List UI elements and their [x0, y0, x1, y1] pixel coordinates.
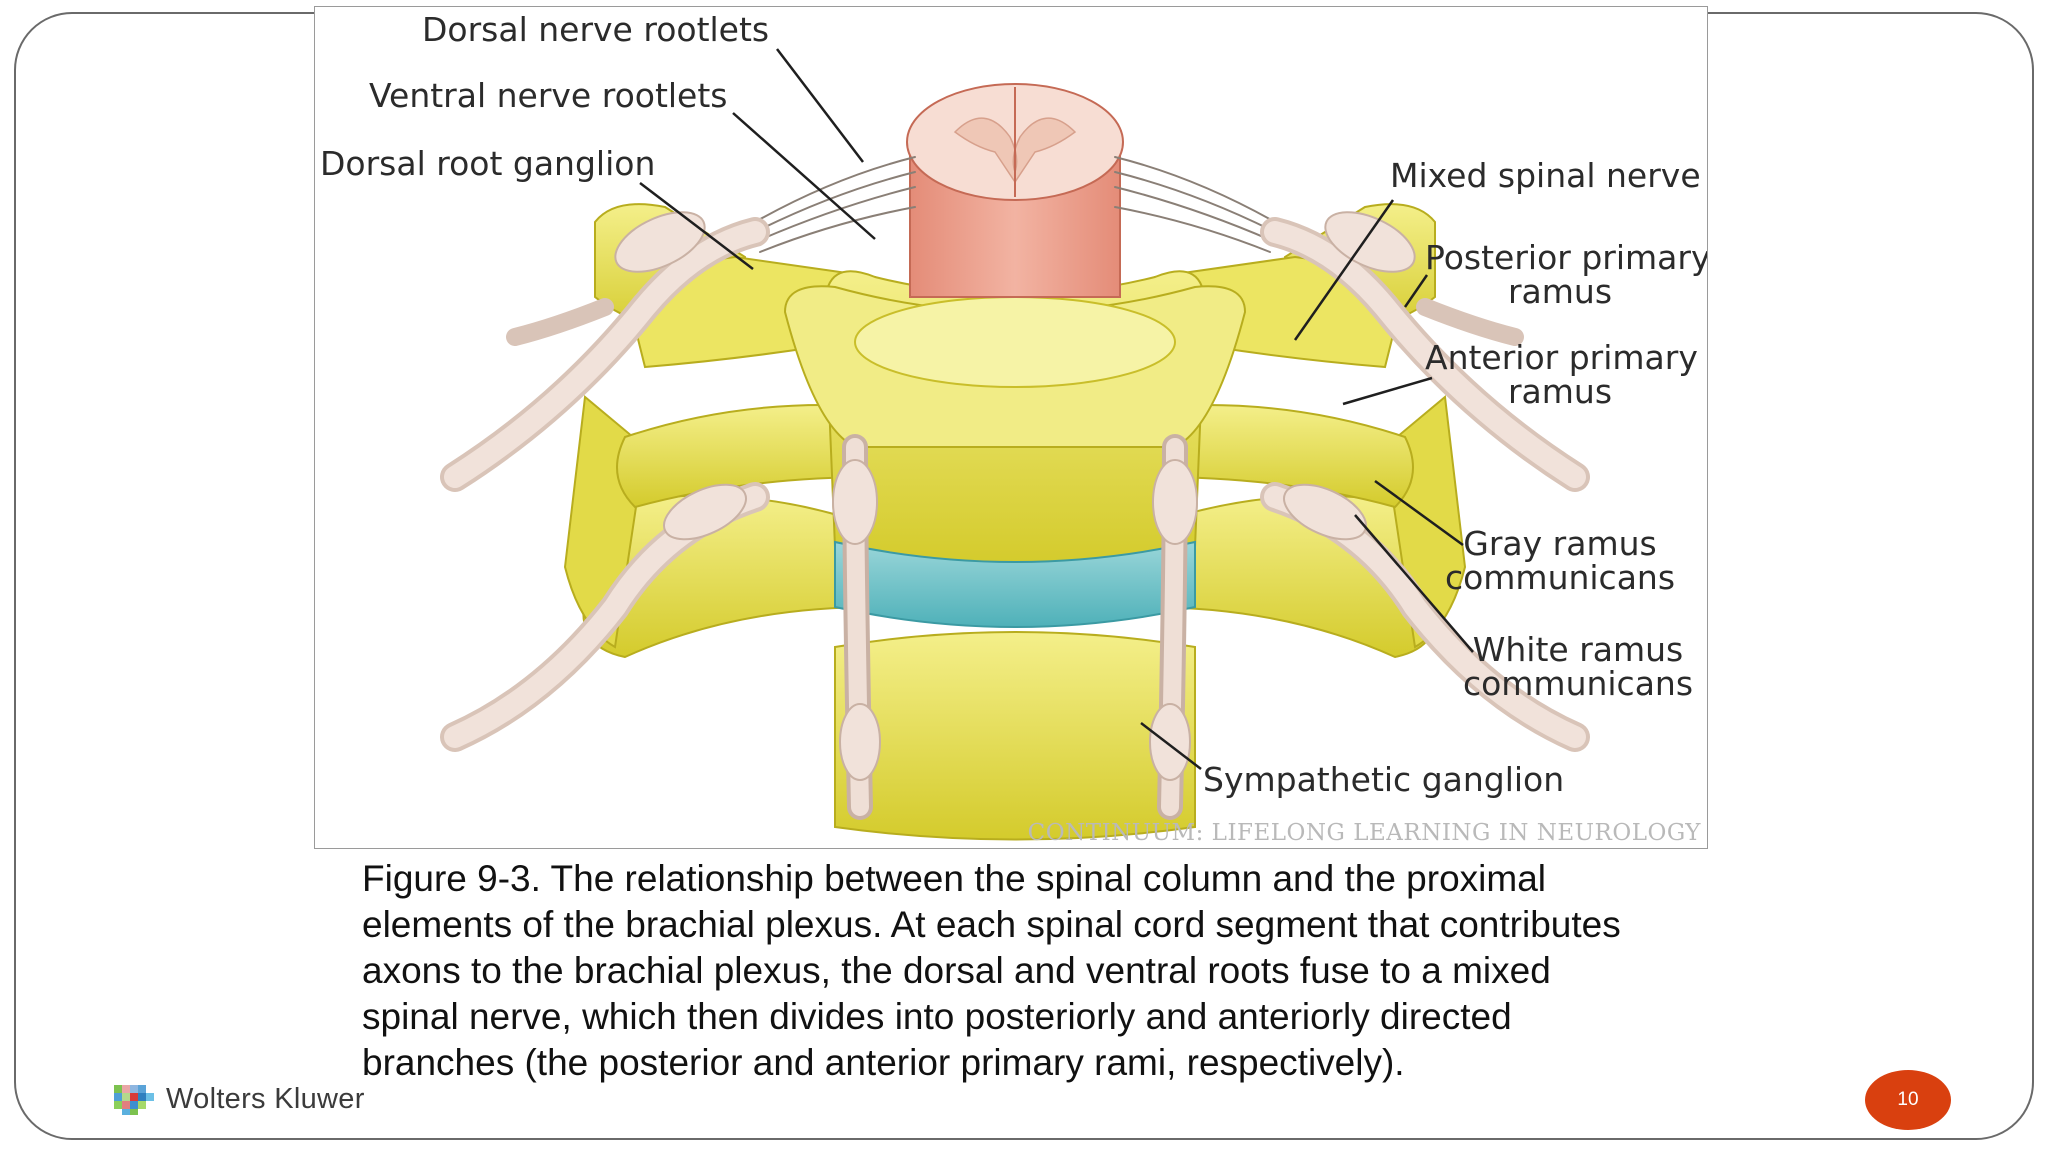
- label-mixed-spinal-nerve: Mixed spinal nerve: [1390, 156, 1701, 195]
- wolters-kluwer-logo: Wolters Kluwer: [112, 1080, 365, 1118]
- label-anterior-primary-ramus-line2: ramus: [1507, 372, 1613, 411]
- figure-caption: Figure 9-3. The relationship between the…: [362, 856, 1722, 1086]
- label-gray-ramus-line1: Gray ramus: [1463, 524, 1657, 563]
- figure-watermark: CONTINUUM: LIFELONG LEARNING IN NEUROLOG…: [1027, 820, 1701, 846]
- brand-name: Wolters Kluwer: [166, 1082, 365, 1115]
- caption-line: axons to the brachial plexus, the dorsal…: [362, 950, 1551, 991]
- spinal-cord: [906, 83, 1124, 298]
- wolters-kluwer-icon: [114, 1085, 154, 1115]
- caption-line: spinal nerve, which then divides into po…: [362, 996, 1512, 1037]
- spine-illustration: [440, 48, 1590, 841]
- page-number-badge: 10: [1865, 1070, 1951, 1130]
- label-anterior-primary-ramus-line1: Anterior primary: [1425, 338, 1698, 377]
- label-gray-ramus-line2: communicans: [1444, 558, 1676, 597]
- label-ventral-nerve-rootlets: Ventral nerve rootlets: [369, 76, 728, 115]
- label-dorsal-nerve-rootlets: Dorsal nerve rootlets: [422, 10, 770, 49]
- spinal-column-figure: Dorsal nerve rootlets Ventral nerve root…: [314, 6, 1708, 849]
- label-white-ramus-line1: White ramus: [1472, 630, 1684, 669]
- caption-line: branches (the posterior and anterior pri…: [362, 1042, 1405, 1083]
- label-posterior-primary-ramus-line2: ramus: [1507, 272, 1613, 311]
- label-posterior-primary-ramus-line1: Posterior primary: [1425, 238, 1708, 277]
- label-white-ramus-line2: communicans: [1462, 664, 1694, 703]
- spinal-nerves: [440, 156, 1590, 752]
- vertebral-body: [783, 270, 1247, 628]
- caption-line: elements of the brachial plexus. At each…: [362, 904, 1621, 945]
- label-sympathetic-ganglion: Sympathetic ganglion: [1203, 760, 1565, 799]
- leader-lines: [639, 48, 1474, 770]
- label-dorsal-root-ganglion: Dorsal root ganglion: [320, 144, 656, 183]
- caption-line: Figure 9-3. The relationship between the…: [362, 858, 1546, 899]
